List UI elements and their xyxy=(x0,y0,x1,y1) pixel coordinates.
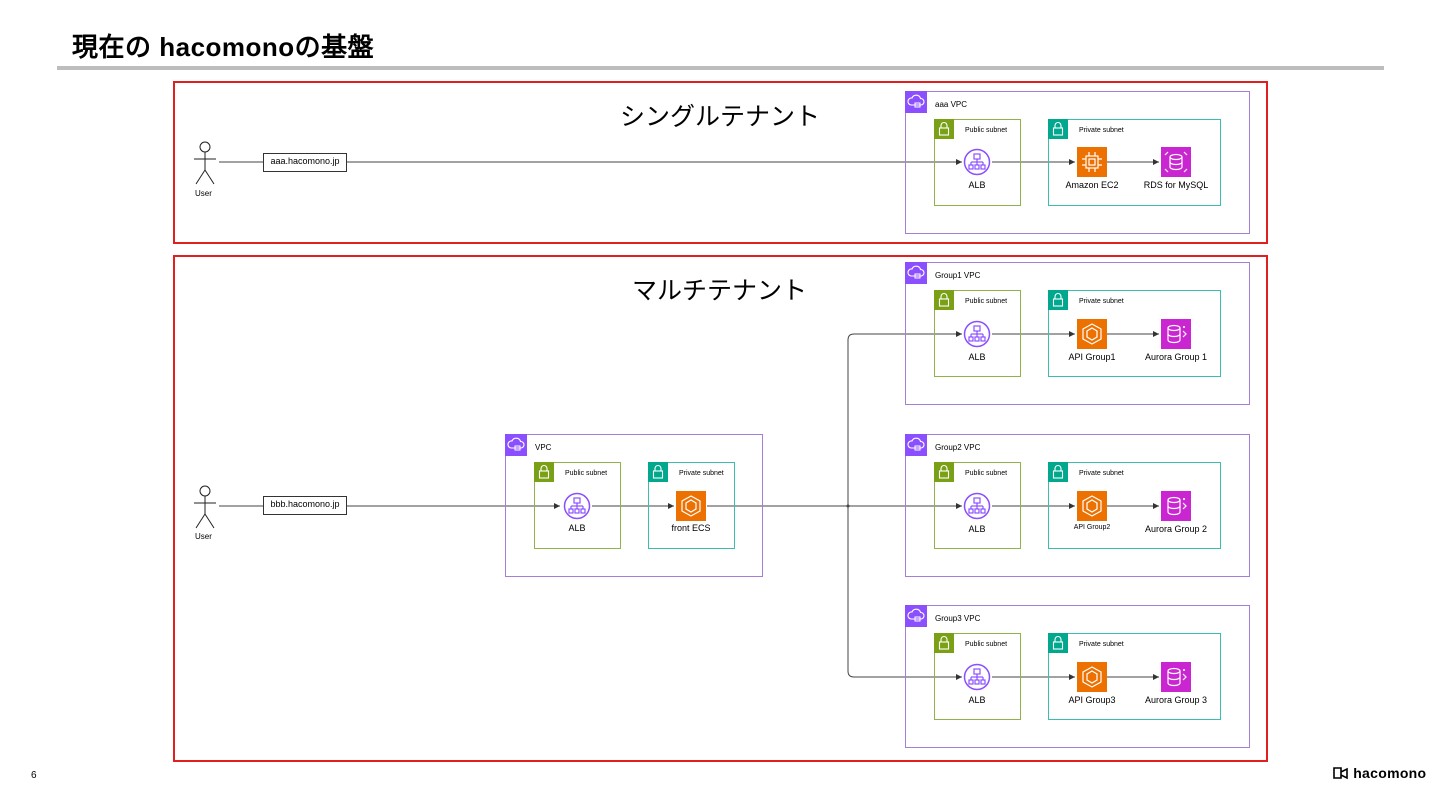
public-subnet-label: Public subnet xyxy=(965,127,1008,134)
public-subnet: Public subnet xyxy=(934,462,1021,549)
vpc-label: Group2 VPC xyxy=(935,443,981,452)
hacomono-logo: hacomono xyxy=(1333,765,1426,781)
user-label: User xyxy=(195,532,212,541)
api-label: API Group2 xyxy=(1073,524,1111,531)
ecs-container-icon xyxy=(1077,319,1107,349)
private-subnet: Private subnet xyxy=(1048,290,1221,377)
cloud-lock-icon xyxy=(905,434,927,456)
cloud-lock-icon xyxy=(905,91,927,113)
public-subnet-label: Public subnet xyxy=(965,641,1008,648)
private-subnet-label: Private subnet xyxy=(1079,641,1124,648)
cloud-lock-icon xyxy=(905,605,927,627)
private-subnet-label: Private subnet xyxy=(1079,298,1124,305)
alb-label: ALB xyxy=(968,524,986,534)
public-subnet: Public subnet xyxy=(934,633,1021,720)
lock-icon xyxy=(934,119,954,139)
private-subnet: Private subnet xyxy=(1048,119,1221,206)
alb-label: ALB xyxy=(968,180,986,190)
page-number: 6 xyxy=(31,770,37,781)
page-title: 現在の hacomonoの基盤 xyxy=(72,32,375,62)
ecs-label: front ECS xyxy=(671,523,711,533)
logo-text: hacomono xyxy=(1353,765,1427,781)
load-balancer-icon xyxy=(963,492,991,520)
lock-icon xyxy=(648,462,668,482)
aurora-label: Aurora Group 1 xyxy=(1144,352,1208,362)
lock-icon xyxy=(534,462,554,482)
public-subnet-label: Public subnet xyxy=(965,298,1008,305)
load-balancer-icon xyxy=(963,320,991,348)
public-subnet: Public subnet xyxy=(534,462,621,549)
vpc-label: Group3 VPC xyxy=(935,614,981,623)
user-label: User xyxy=(195,189,212,198)
lock-icon xyxy=(934,462,954,482)
domain-box: aaa.hacomono.jp xyxy=(263,153,347,172)
private-subnet: Private subnet xyxy=(1048,462,1221,549)
api-label: API Group3 xyxy=(1068,695,1116,705)
vpc-label: Group1 VPC xyxy=(935,271,981,280)
private-subnet-label: Private subnet xyxy=(1079,470,1124,477)
cloud-lock-icon xyxy=(905,262,927,284)
lock-icon xyxy=(934,290,954,310)
load-balancer-icon xyxy=(563,492,591,520)
private-subnet: Private subnet xyxy=(648,462,735,549)
multi-tenant-title: マルチテナント xyxy=(632,276,808,305)
private-subnet: Private subnet xyxy=(1048,633,1221,720)
rds-label: RDS for MySQL xyxy=(1143,180,1209,190)
vpc-label: aaa VPC xyxy=(935,100,968,109)
user-stick-figure-icon xyxy=(194,485,216,529)
user-stick-figure-icon xyxy=(194,141,216,185)
aurora-database-icon xyxy=(1161,491,1191,521)
ec2-label: Amazon EC2 xyxy=(1065,180,1119,190)
single-tenant-section xyxy=(173,81,1268,244)
vpc-label: VPC xyxy=(535,443,552,452)
multi-tenant-section xyxy=(173,255,1268,762)
hacomono-logo-icon xyxy=(1333,767,1348,780)
public-subnet: Public subnet xyxy=(934,290,1021,377)
vpc-container: aaa VPC xyxy=(905,91,1250,234)
aurora-database-icon xyxy=(1161,319,1191,349)
lock-icon xyxy=(1048,290,1068,310)
cloud-lock-icon xyxy=(505,434,527,456)
rds-database-icon xyxy=(1161,147,1191,177)
load-balancer-icon xyxy=(963,148,991,176)
lock-icon xyxy=(934,633,954,653)
aurora-label: Aurora Group 2 xyxy=(1144,524,1208,534)
lock-icon xyxy=(1048,462,1068,482)
public-subnet: Public subnet xyxy=(934,119,1021,206)
front-vpc-container: VPC xyxy=(505,434,763,577)
lock-icon xyxy=(1048,633,1068,653)
api-label: API Group1 xyxy=(1068,352,1116,362)
ecs-container-icon xyxy=(1077,491,1107,521)
ecs-container-icon xyxy=(676,491,706,521)
alb-label: ALB xyxy=(968,695,986,705)
group-vpc-container: Group2 VPC xyxy=(905,434,1250,577)
public-subnet-label: Public subnet xyxy=(965,470,1008,477)
private-subnet-label: Private subnet xyxy=(679,470,724,477)
private-subnet-label: Private subnet xyxy=(1079,127,1124,134)
single-tenant-title: シングルテナント xyxy=(620,102,821,131)
aurora-label: Aurora Group 3 xyxy=(1144,695,1208,705)
group-vpc-container: Group3 VPC xyxy=(905,605,1250,748)
ecs-container-icon xyxy=(1077,662,1107,692)
lock-icon xyxy=(1048,119,1068,139)
group-vpc-container: Group1 VPC xyxy=(905,262,1250,405)
aurora-database-icon xyxy=(1161,662,1191,692)
ec2-chip-icon xyxy=(1077,147,1107,177)
load-balancer-icon xyxy=(963,663,991,691)
alb-label: ALB xyxy=(568,523,586,533)
alb-label: ALB xyxy=(968,352,986,362)
domain-box: bbb.hacomono.jp xyxy=(263,496,347,515)
public-subnet-label: Public subnet xyxy=(565,470,608,477)
title-divider xyxy=(57,66,1384,70)
